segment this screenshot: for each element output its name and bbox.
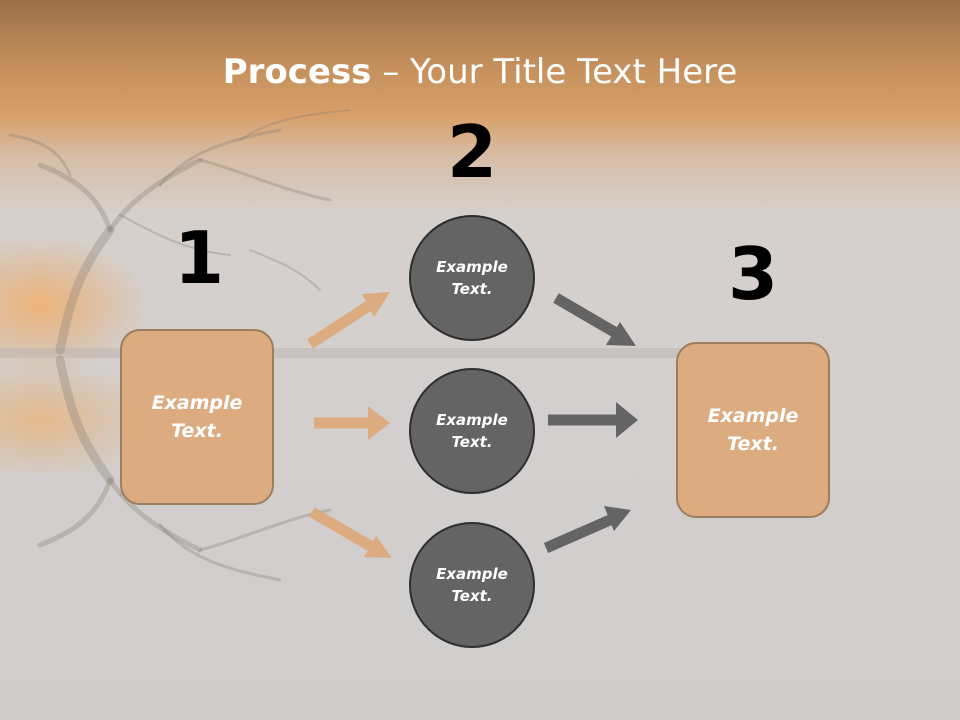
step-3-box[interactable]: Example Text.: [676, 342, 830, 518]
arrow-middle-to-3: [548, 402, 638, 438]
title-rest: – Your Title Text Here: [371, 52, 738, 92]
slide-title: Process – Your Title Text Here: [0, 52, 960, 92]
step-2-circle-middle[interactable]: Example Text.: [409, 368, 535, 494]
step-2-circle-top[interactable]: Example Text.: [409, 215, 535, 341]
step-3-number: 3: [727, 232, 779, 316]
arrow-1-to-top: [307, 292, 390, 349]
arrow-bottom-to-3: [543, 506, 631, 554]
step-2-number: 2: [446, 110, 498, 194]
step-2-text-bottom: Example Text.: [436, 564, 508, 606]
step-1-number: 1: [173, 216, 225, 300]
step-1-box[interactable]: Example Text.: [120, 329, 274, 505]
step-3-text: Example Text.: [707, 404, 799, 456]
step-2-text-top: Example Text.: [436, 257, 508, 299]
arrow-1-to-bottom: [309, 507, 392, 558]
title-bold: Process: [222, 52, 372, 92]
arrow-1-to-middle: [314, 406, 390, 440]
arrow-top-to-3: [553, 293, 636, 346]
step-2-text-middle: Example Text.: [436, 410, 508, 452]
step-1-text: Example Text.: [151, 391, 243, 443]
step-2-circle-bottom[interactable]: Example Text.: [409, 522, 535, 648]
